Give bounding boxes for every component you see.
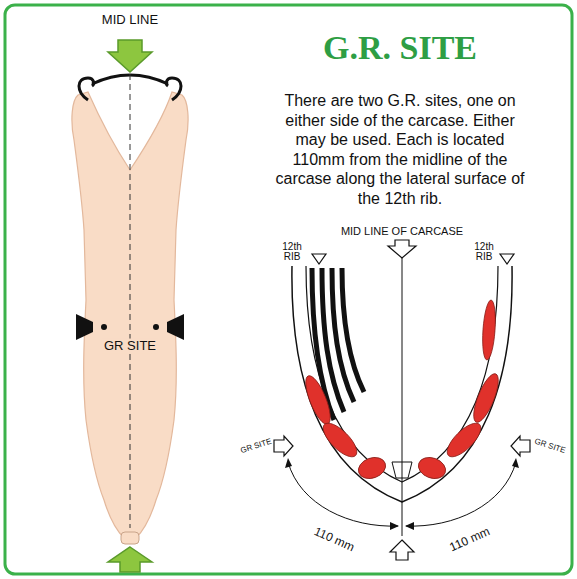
frame xyxy=(5,5,572,574)
midline-arrow xyxy=(108,547,152,572)
midline xyxy=(130,74,131,528)
title: G.R. SITE xyxy=(323,29,477,67)
gr-dot xyxy=(101,324,107,330)
dimension-label: 110 mm xyxy=(448,525,492,555)
dimension-arc xyxy=(406,462,516,526)
gr-marker xyxy=(167,314,184,340)
hook xyxy=(166,78,181,100)
arrowhead xyxy=(405,522,414,530)
rib-label: 12th RIB xyxy=(469,242,499,262)
midline-arrow xyxy=(108,40,152,72)
gr-site-arrow xyxy=(511,436,530,456)
gr-site-label: GR SITE xyxy=(239,437,272,456)
arrowhead xyxy=(285,458,292,468)
arrowhead xyxy=(512,458,519,468)
dimension-label: 110 mm xyxy=(312,525,356,555)
midline xyxy=(402,258,403,536)
gr-dot xyxy=(153,324,159,330)
rib-arrow xyxy=(312,254,326,264)
gr-site-label: GR SITE xyxy=(533,437,566,456)
gr-marker xyxy=(76,314,93,340)
snout xyxy=(121,532,139,544)
midline-label: MID LINE xyxy=(102,13,158,28)
gr-site-arrow xyxy=(274,436,293,456)
midline-label: MID LINE OF CARCASE xyxy=(341,225,463,238)
arrowhead xyxy=(390,522,399,530)
midline-arrow xyxy=(390,540,414,560)
dimension-arc xyxy=(288,462,398,526)
gr-site-label: GR SITE xyxy=(102,339,158,354)
midline-arrow xyxy=(388,240,416,258)
rib-arrow xyxy=(500,254,514,264)
hook xyxy=(79,78,94,100)
description: There are two G.R. sites, one on either … xyxy=(269,91,531,208)
rib-label: 12th RIB xyxy=(277,242,307,262)
